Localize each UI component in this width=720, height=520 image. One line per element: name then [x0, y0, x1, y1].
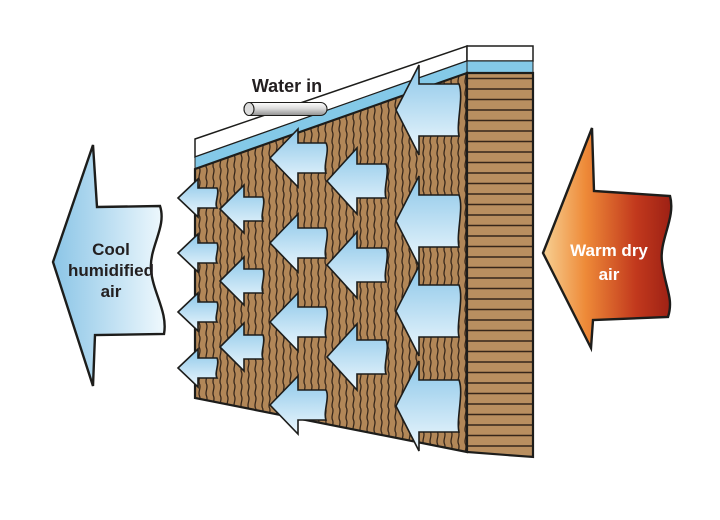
- airflow-arrow: [268, 374, 329, 436]
- airflow-arrow: [176, 347, 219, 389]
- airflow-arrows: [176, 64, 462, 452]
- water-pipe: [243, 101, 328, 117]
- cool-air-label-line3: air: [101, 282, 122, 301]
- cool-air-label-line1: Cool: [92, 240, 130, 259]
- airflow-arrow: [218, 183, 265, 235]
- cool-air-arrow: Cool humidified air: [51, 144, 166, 387]
- airflow-arrow: [395, 175, 462, 267]
- airflow-arrow: [176, 232, 219, 274]
- airflow-arrow: [218, 255, 265, 307]
- warm-air-arrow: Warm dry air: [541, 127, 673, 353]
- cool-air-arrow-shape: [51, 144, 166, 387]
- airflow-arrow: [395, 64, 462, 156]
- airflow-arrow: [268, 212, 329, 274]
- water-pipe-end-cap: [243, 101, 255, 117]
- airflow-arrow: [218, 321, 265, 373]
- water-in-label: Water in: [252, 76, 322, 96]
- pad-side-texture: [465, 71, 535, 459]
- cool-air-label-line2: humidified: [68, 261, 154, 280]
- warm-air-label-line1: Warm dry: [570, 241, 648, 260]
- airflow-arrow: [325, 229, 389, 301]
- warm-air-arrow-shape: [541, 127, 673, 353]
- airflow-arrow: [268, 291, 329, 353]
- water-layer-side: [466, 60, 534, 74]
- water-pipe-body: [243, 101, 328, 117]
- airflow-arrow: [325, 321, 389, 393]
- airflow-arrow: [268, 127, 329, 189]
- airflow-arrow: [395, 265, 462, 357]
- top-frame-and-water-layer: [194, 44, 534, 170]
- airflow-arrow: [176, 291, 219, 333]
- airflow-arrow: [395, 360, 462, 452]
- warm-air-label-line2: air: [599, 265, 620, 284]
- top-frame-side: [466, 45, 534, 62]
- airflow-arrow: [176, 177, 219, 219]
- airflow-arrow: [325, 145, 389, 217]
